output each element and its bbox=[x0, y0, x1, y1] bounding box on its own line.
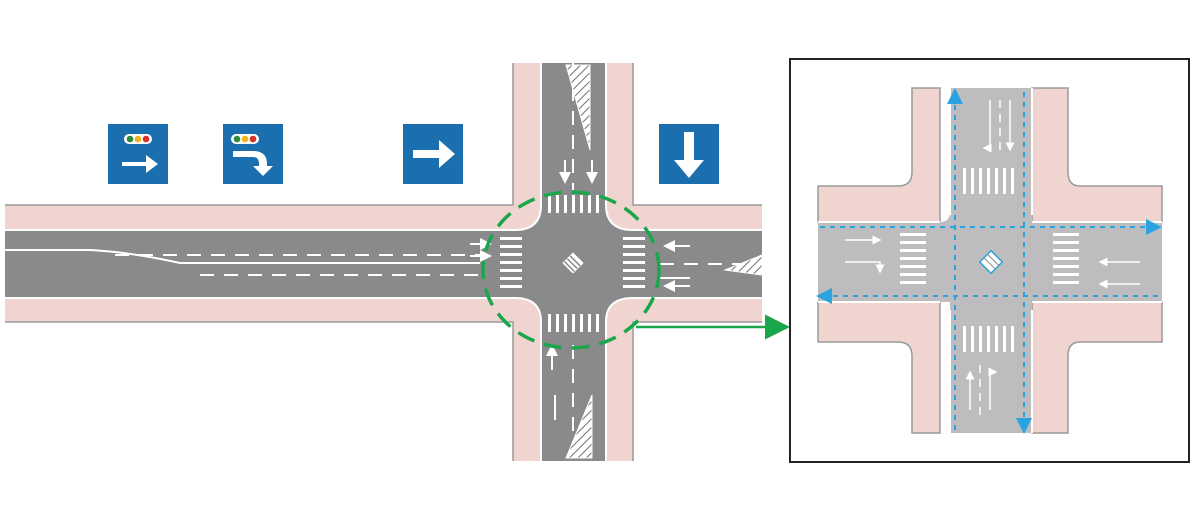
sign-down-arrow bbox=[659, 124, 719, 184]
curb-lines bbox=[5, 63, 762, 461]
sign-traffic-light-turn bbox=[223, 124, 283, 184]
west-lane-markings bbox=[5, 238, 492, 276]
traffic-flow-arrows bbox=[816, 88, 1162, 434]
inset-diamond-icon bbox=[978, 249, 1004, 275]
east-hatched-island bbox=[723, 254, 763, 276]
inset-detail-view bbox=[789, 58, 1190, 463]
diamond-crosshatch-icon bbox=[562, 252, 584, 274]
sign-right-arrow bbox=[403, 124, 463, 184]
crosswalk-north bbox=[548, 195, 599, 213]
crosswalk-west bbox=[500, 237, 522, 288]
main-map bbox=[5, 63, 790, 461]
north-lane-markings bbox=[559, 63, 598, 190]
north-hatched-island bbox=[565, 64, 591, 151]
intersection-highlight-circle bbox=[481, 190, 661, 350]
south-hatched-island bbox=[565, 394, 593, 459]
sign-traffic-light-straight bbox=[108, 124, 168, 184]
crosswalk-east bbox=[623, 237, 645, 288]
crosswalk-south bbox=[548, 314, 599, 332]
